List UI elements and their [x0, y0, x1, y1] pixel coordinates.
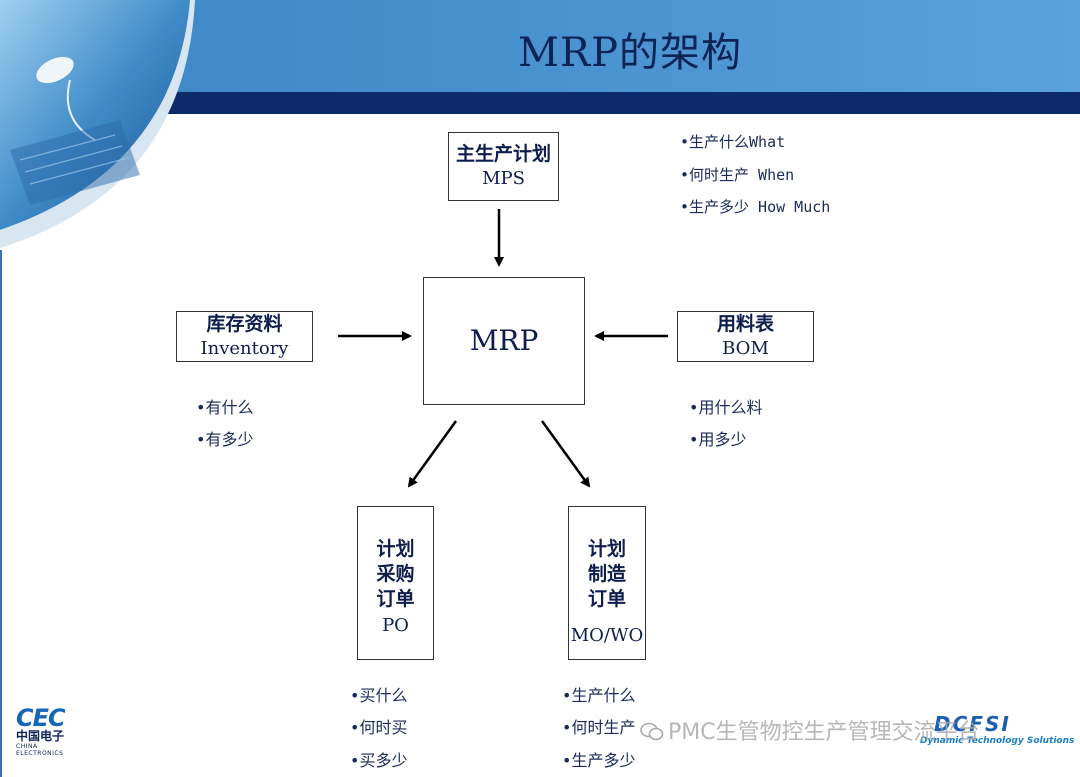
- inventory-label-cn: 库存资料: [206, 313, 283, 336]
- mo-note-3: •生产多少: [562, 751, 636, 770]
- mo-note-1: •生产什么: [562, 686, 636, 705]
- slide-title: MRP的架构: [518, 30, 742, 76]
- arrow-mrp-to-po: [407, 420, 458, 488]
- bom-note-2: •用多少: [689, 430, 747, 449]
- dts-logo-tagline: Dynamic Technology Solutions: [920, 736, 1075, 746]
- po-line-1: 计划: [376, 538, 415, 560]
- mo-line-2: 制造: [587, 563, 626, 585]
- mo-line-3: 订单: [587, 588, 626, 610]
- watermark: PMC生管物控生产管理交流平台: [640, 714, 980, 746]
- po-note-1: •买什么: [350, 686, 408, 705]
- inventory-note-2: •有多少: [196, 430, 254, 449]
- cec-logo-cn: 中国电子: [16, 729, 65, 743]
- mps-note-1: •生产什么What: [680, 133, 786, 151]
- po-line-4: PO: [382, 615, 409, 636]
- bom-box: 用料表 BOM: [677, 311, 814, 362]
- dts-logo-name: DCFSI: [934, 712, 1011, 736]
- bom-note-1: •用什么料: [689, 398, 763, 417]
- mrp-label: MRP: [469, 323, 539, 357]
- arrow-mrp-to-mo: [540, 420, 591, 488]
- cec-logo-mark: CEC: [16, 704, 66, 732]
- mps-box: 主生产计划 MPS: [448, 132, 559, 201]
- po-note-3: •买多少: [350, 751, 408, 770]
- mo-note-2: •何时生产: [562, 718, 636, 737]
- inventory-box: 库存资料 Inventory: [176, 311, 313, 362]
- inventory-note-1: •有什么: [196, 398, 254, 417]
- bom-label-en: BOM: [722, 338, 769, 360]
- po-note-2: •何时买: [350, 718, 408, 737]
- mps-label-cn: 主生产计划: [455, 143, 551, 166]
- header-stripe: [0, 92, 1080, 114]
- bom-label-cn: 用料表: [716, 313, 774, 336]
- po-line-2: 采购: [376, 563, 415, 585]
- cec-logo-en: CHINA ELECTRONICS: [16, 743, 64, 757]
- mps-note-3: •生产多少 How Much: [680, 198, 831, 216]
- chat-bubble-icon: [640, 722, 664, 741]
- mo-line-4: MO/WO: [570, 625, 644, 646]
- po-box: 计划 采购 订单 PO: [357, 506, 434, 660]
- mps-note-2: •何时生产 When: [680, 166, 795, 184]
- po-line-3: 订单: [376, 588, 415, 610]
- dts-logo: DCFSI Dynamic Technology Solutions: [880, 712, 1076, 746]
- mo-line-1: 计划: [587, 538, 626, 560]
- mrp-box: MRP: [423, 277, 585, 405]
- mo-box: 计划 制造 订单 MO/WO: [568, 506, 646, 660]
- watermark-text: PMC生管物控生产管理交流平台: [668, 720, 980, 745]
- inventory-label-en: Inventory: [200, 338, 289, 360]
- mps-label-en: MPS: [482, 168, 525, 190]
- left-edge-line: [0, 250, 2, 777]
- cec-logo: CEC 中国电子 CHINA ELECTRONICS: [16, 706, 86, 757]
